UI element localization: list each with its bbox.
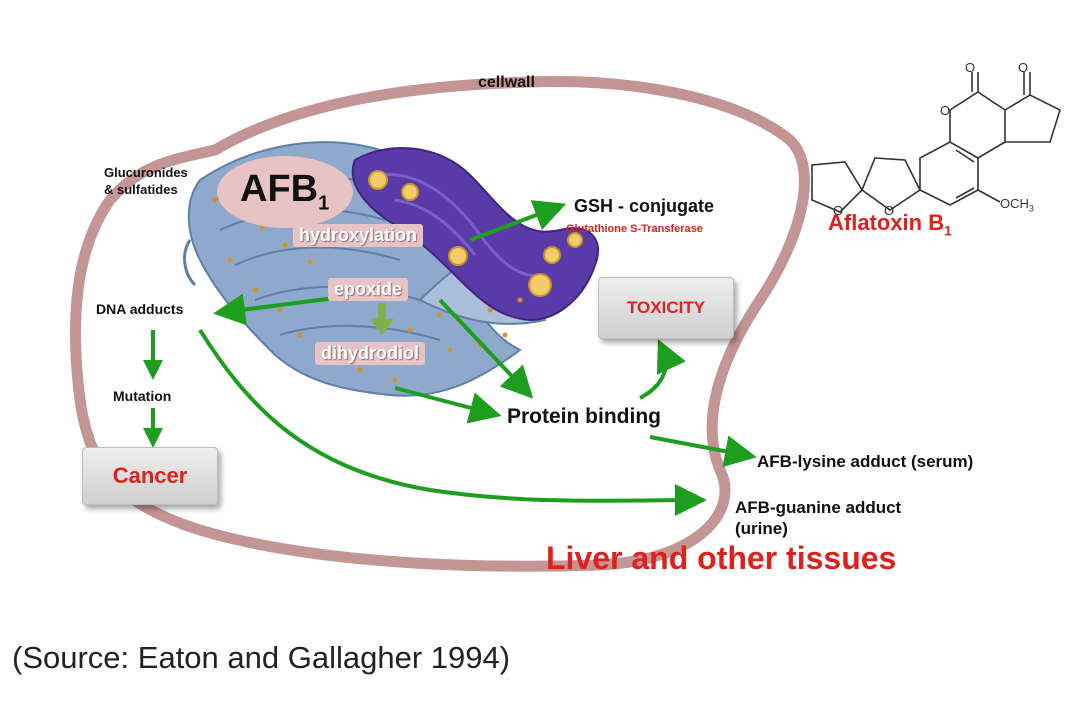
- cellwall-outline: [69, 76, 810, 572]
- afb1-ellipse: [217, 156, 353, 228]
- atom-o-1: O: [965, 60, 976, 75]
- epoxide-box: epoxide: [328, 278, 409, 301]
- glucuronides-label: Glucuronides: [104, 165, 188, 180]
- protein-binding-label: Protein binding: [507, 405, 661, 428]
- sulfatides-label: & sulfatides: [104, 182, 178, 197]
- cancer-box: Cancer: [82, 447, 218, 505]
- cellwall-label: cellwall: [478, 74, 535, 91]
- hydroxylation-box: hydroxylation: [293, 224, 424, 247]
- glutathione-label: Glutathione S-Transferase: [566, 223, 703, 235]
- lysine-adduct-label: AFB-lysine adduct (serum): [757, 452, 974, 471]
- aflatoxin-structure: [811, 72, 1061, 213]
- mutation-label: Mutation: [113, 388, 172, 404]
- aflatoxin-sub: 1: [944, 222, 952, 239]
- source-citation: (Source: Eaton and Gallagher 1994): [12, 640, 511, 675]
- och3-sub: 3: [1028, 203, 1034, 214]
- afb1-main: AFB: [240, 168, 319, 210]
- atom-o-5: O: [884, 203, 895, 218]
- arrow-protein-to-toxicity: [639, 339, 686, 400]
- arrow-dna-to-guanine: [198, 328, 707, 517]
- aflatoxin-main: Aflatoxin B: [828, 210, 945, 235]
- atom-o-2: O: [1018, 60, 1029, 75]
- guanine-urine-label: (urine): [735, 519, 788, 538]
- atom-o-4: O: [833, 203, 844, 218]
- toxicity-box: TOXICITY: [598, 277, 734, 339]
- guanine-adduct-label: AFB-guanine adduct: [735, 498, 902, 517]
- arrow-epoxide-to-dna: [213, 293, 336, 326]
- arrow-protein-to-lysine: [649, 435, 757, 467]
- afb1-label: AFB1: [240, 168, 329, 216]
- och3-main: OCH: [1000, 196, 1029, 211]
- liver-tissues-label: Liver and other tissues: [546, 540, 897, 576]
- vesicles: [368, 170, 583, 297]
- arrow-dihydrodiol-to-protein: [394, 386, 502, 424]
- aflatoxin-label: Aflatoxin B1: [828, 210, 952, 238]
- atom-o-3: O: [940, 103, 951, 118]
- pathway-arrows: [143, 200, 757, 517]
- och3-label: OCH3: [1000, 196, 1034, 214]
- dna-adducts-label: DNA adducts: [96, 301, 184, 317]
- dihydrodiol-box: dihydrodiol: [315, 342, 425, 365]
- arrow-to-gsh: [469, 200, 567, 242]
- arrow-epoxide-to-protein: [438, 298, 534, 399]
- gsh-conjugate-label: GSH - conjugate: [574, 196, 715, 216]
- afb1-sub: 1: [318, 192, 330, 215]
- arrow-epoxide-to-dihydrodiol: [370, 303, 394, 335]
